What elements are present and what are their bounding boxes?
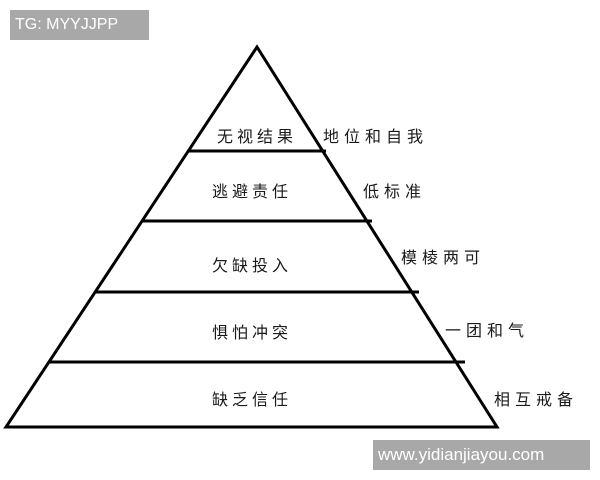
side-label-artificial-harmony: 一团和气 bbox=[445, 321, 530, 340]
layer-label-results: 无视结果 bbox=[216, 127, 298, 146]
side-label-low-standards: 低标准 bbox=[363, 182, 427, 201]
side-label-invulnerability: 相互戒备 bbox=[494, 390, 579, 409]
pyramid-outline bbox=[3, 44, 500, 429]
watermark-top: TG: MYYJJPP bbox=[10, 10, 149, 40]
side-label-status-ego: 地位和自我 bbox=[323, 127, 429, 146]
layer-label-trust: 缺乏信任 bbox=[211, 390, 293, 409]
layer-label-conflict: 惧怕冲突 bbox=[211, 323, 293, 342]
watermark-bottom: www.yidianjiayou.com bbox=[373, 440, 590, 470]
side-label-ambiguity: 模棱两可 bbox=[401, 248, 486, 267]
layer-label-accountability: 逃避责任 bbox=[211, 182, 293, 201]
layer-label-commitment: 欠缺投入 bbox=[211, 256, 293, 275]
